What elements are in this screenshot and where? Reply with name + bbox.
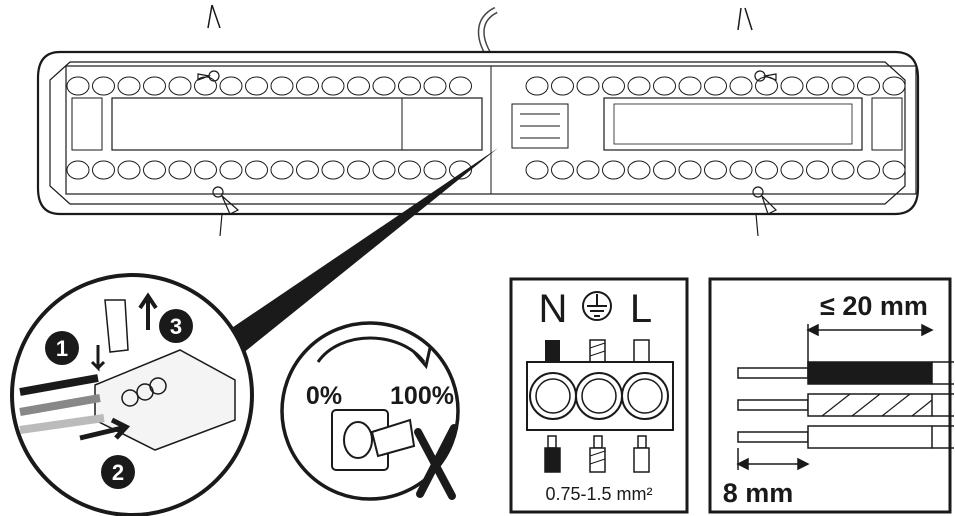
led-lens (143, 160, 166, 180)
insulation-dimension-arrow (806, 323, 934, 372)
led-lens (270, 160, 294, 180)
led-lens (882, 76, 906, 96)
power-low-label: 0% (306, 382, 342, 410)
protective-earth-icon (582, 291, 612, 321)
led-row-bottom (66, 160, 906, 180)
led-lens (602, 160, 625, 180)
led-lens (780, 76, 804, 96)
led-lens (321, 76, 345, 96)
wall-socket-icon (331, 409, 416, 471)
zoom-detail-circle: 1 2 3 (10, 273, 254, 516)
led-lens (117, 160, 141, 180)
wire-cross-section-label: 0.75-1.5 mm² (545, 484, 652, 504)
led-lens (576, 160, 600, 180)
led-lens (806, 160, 829, 180)
led-lens (857, 160, 880, 180)
led-lens (678, 160, 702, 180)
conductor-dimension-arrow (736, 448, 810, 471)
insulation-strip-label: ≤ 20 mm (820, 291, 928, 321)
line-label: L (630, 287, 652, 331)
led-lens (117, 76, 141, 96)
led-lens (423, 160, 447, 180)
led-lens (270, 76, 294, 96)
led-lens (551, 76, 574, 96)
led-lens (729, 76, 753, 96)
led-lens (525, 76, 549, 96)
led-lens (219, 76, 243, 96)
led-lens (551, 160, 574, 180)
prohibited-cross-icon (414, 424, 458, 500)
led-lens (780, 160, 804, 180)
led-lens (449, 160, 472, 180)
led-lens (321, 160, 345, 180)
led-lens (831, 76, 855, 96)
step-badge-2: 2 (101, 455, 135, 489)
earth-wire-end-top (589, 339, 606, 363)
led-lens (653, 160, 676, 180)
led-lens (729, 160, 753, 180)
led-lens (66, 160, 90, 180)
power-high-label: 100% (390, 382, 454, 410)
step-number-1: 1 (56, 336, 68, 361)
led-lens (576, 76, 600, 96)
led-lens (627, 160, 651, 180)
led-lens (704, 76, 727, 96)
led-lens (755, 160, 778, 180)
led-lens (372, 76, 396, 96)
step-badge-1: 1 (45, 331, 79, 365)
power-off-panel: 0% 100% (280, 321, 460, 501)
led-lens (194, 160, 217, 180)
led-lens (296, 76, 319, 96)
strip-length-panel: ≤ 20 mm 8 mm (708, 277, 954, 514)
led-lens (627, 76, 651, 96)
led-lens (245, 76, 268, 96)
led-lens (602, 76, 625, 96)
conductor-strip-label: 8 mm (723, 478, 794, 508)
lamp-fixture (36, 4, 920, 362)
led-lens (678, 76, 702, 96)
step-number-2: 2 (112, 460, 124, 485)
led-lens (398, 160, 421, 180)
neutral-label: N (539, 287, 568, 331)
led-lens (423, 76, 447, 96)
led-lens (347, 76, 370, 96)
step-badge-3: 3 (159, 309, 193, 343)
step-number-3: 3 (170, 314, 182, 339)
led-lens (372, 160, 396, 180)
led-lens (168, 160, 192, 180)
led-lens (398, 76, 421, 96)
led-lens (66, 76, 90, 96)
led-lens (525, 160, 549, 180)
led-lens (653, 76, 676, 96)
led-lens (347, 160, 370, 180)
terminal-block-panel: N L 0.75-1.5 mm² (509, 277, 689, 514)
led-lens (168, 76, 192, 96)
led-lens (296, 160, 319, 180)
led-lens (449, 76, 472, 96)
led-lens (143, 76, 166, 96)
led-lens (92, 76, 115, 96)
led-lens (92, 160, 115, 180)
led-lens (831, 160, 855, 180)
led-lens (882, 160, 906, 180)
led-lens (219, 160, 243, 180)
led-lens (806, 76, 829, 96)
led-lens (704, 160, 727, 180)
led-lens (245, 160, 268, 180)
led-lens (857, 76, 880, 96)
